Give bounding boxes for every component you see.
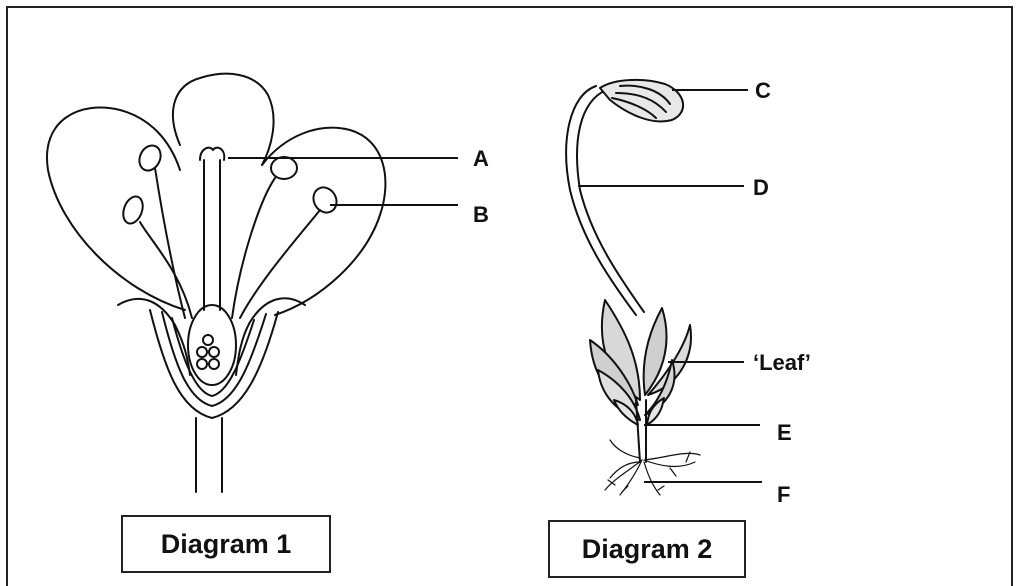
rhizoids: [605, 440, 700, 495]
anther: [271, 157, 297, 179]
label-leaf: ‘Leaf’: [753, 350, 811, 375]
style: [204, 160, 220, 310]
filament: [240, 210, 320, 318]
flower-stalk: [196, 418, 222, 492]
ovule: [197, 347, 207, 357]
stigma: [200, 148, 224, 160]
diagram-2-caption: Diagram 2: [548, 520, 746, 578]
flower-diagram: [47, 74, 385, 492]
ovule: [209, 359, 219, 369]
right-petal: [262, 128, 385, 315]
left-petal: [47, 108, 185, 311]
left-sepal: [118, 299, 190, 375]
label-f: F: [777, 482, 790, 507]
ovule: [203, 335, 213, 345]
label-d: D: [753, 175, 769, 200]
seta: [566, 86, 636, 315]
ovule: [197, 359, 207, 369]
receptacle-outer: [150, 310, 278, 418]
filament: [155, 168, 185, 318]
moss-stem: [636, 400, 646, 462]
label-e: E: [777, 420, 792, 445]
label-a: A: [473, 146, 489, 171]
label-b: B: [473, 202, 489, 227]
ovary: [188, 305, 236, 385]
anther: [309, 183, 341, 217]
label-c: C: [755, 78, 771, 103]
ovule: [209, 347, 219, 357]
anther: [120, 194, 146, 226]
diagram-1-caption: Diagram 1: [121, 515, 331, 573]
anther: [135, 142, 164, 174]
moss-diagram: [566, 80, 700, 495]
